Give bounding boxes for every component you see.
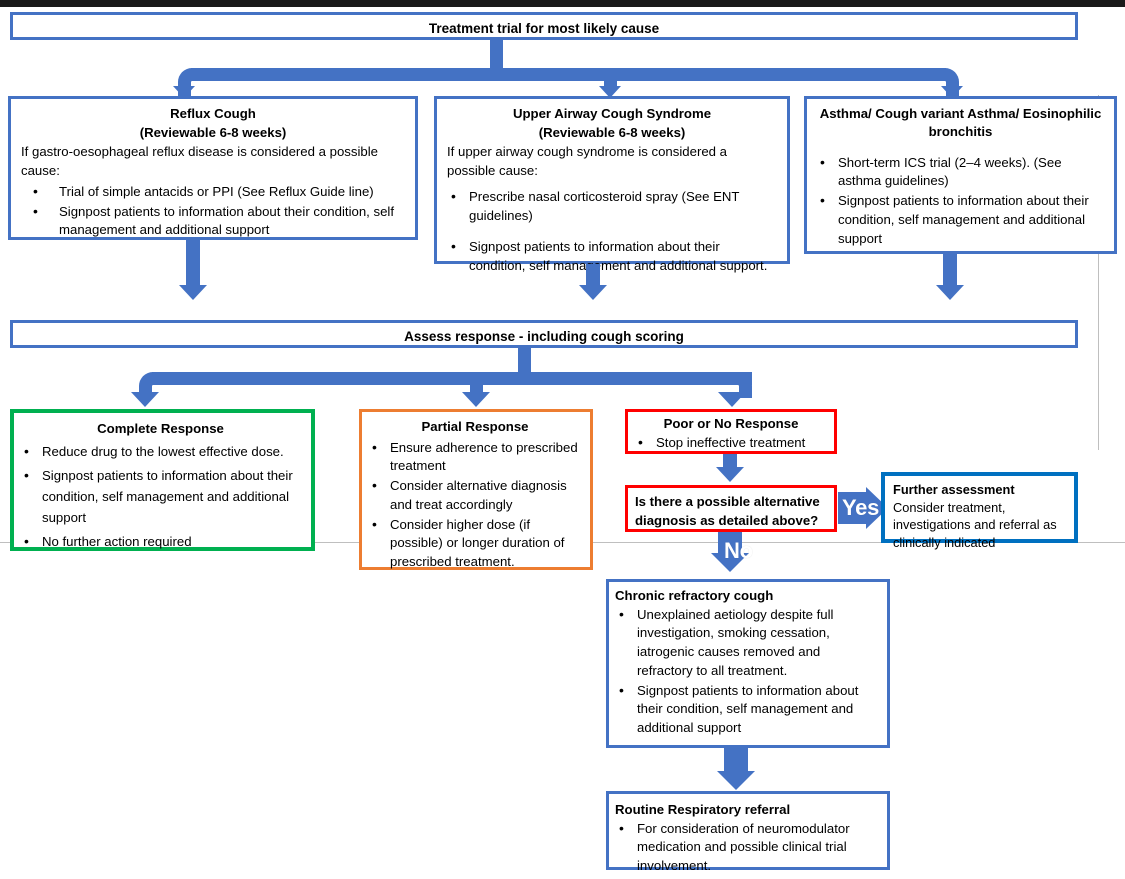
connector-assess-elbow-right [726,372,752,398]
list-item: Signpost patients to information about t… [615,681,879,738]
list-item: Ensure adherence to prescribed treatment [368,438,582,476]
poor-response-title: Poor or No Response [663,416,799,431]
list-item: Signpost patients to information about t… [20,465,301,528]
complete-response-bullets: Reduce drug to the lowest effective dose… [20,441,301,553]
list-item: Short-term ICS trial (2–4 weeks). (See a… [816,153,1105,191]
asthma-title: Asthma/ Cough variant Asthma/ Eosinophil… [819,106,1102,139]
edge-label-yes: Yes [842,495,880,520]
connector-assess-mid-head [462,392,490,407]
connector-trial-bus [191,68,946,81]
connector-reflux-to-assess-stem [186,240,200,286]
connector-assess-right-head [718,392,746,407]
node-further-assessment[interactable]: Further assessment Consider treatment, i… [881,472,1078,550]
partial-response-bullets: Ensure adherence to prescribed treatment… [368,438,582,572]
connector-assess-mid-stem [470,382,483,394]
node-poor-or-no-response[interactable]: Poor or No Response Stop ineffective tre… [625,409,837,454]
node-treatment-trial[interactable]: Treatment trial for most likely cause [10,12,1078,40]
uacs-bullets: Prescribe nasal corticosteroid spray (Se… [447,187,777,276]
reflux-cough-title-line2: (Reviewable 6-8 weeks) [139,124,287,140]
reflux-cough-title-line1: Reflux Cough [170,106,256,121]
connector-trial-right-head [941,86,963,98]
node-upper-airway-cough-syndrome[interactable]: Upper Airway Cough Syndrome (Reviewable … [434,96,790,273]
list-item: Reduce drug to the lowest effective dose… [20,441,301,463]
connector-no-stem [718,532,742,554]
node-routine-respiratory-referral[interactable]: Routine Respiratory referral For conside… [606,791,890,873]
chronic-refractory-bullets: Unexplained aetiology despite full inves… [615,605,879,738]
connector-poor-to-altdx-stem [723,454,737,468]
node-chronic-refractory-cough[interactable]: Chronic refractory cough Unexplained aet… [606,579,890,748]
connector-no-head [711,553,749,572]
partial-response-title: Partial Response [421,419,529,434]
further-assessment-body: Consider treatment, investigations and r… [893,500,1057,550]
connector-chronic-to-referral-head [717,771,755,790]
asthma-bullets: Short-term ICS trial (2–4 weeks). (See a… [816,153,1105,249]
node-assess-response[interactable]: Assess response - including cough scorin… [10,320,1078,348]
node-reflux-cough[interactable]: Reflux Cough (Reviewable 6-8 weeks) If g… [8,96,418,240]
node-alternative-diagnosis-question[interactable]: Is there a possible alternative diagnosi… [625,485,837,532]
uacs-intro: If upper airway cough syndrome is consid… [447,144,728,179]
list-item: Signpost patients to information about t… [816,191,1105,248]
connector-asthma-to-assess-stem [943,254,957,286]
page-guide-vertical [1098,95,1099,450]
connector-trial-mid-head [599,86,621,98]
list-item: Unexplained aetiology despite full inves… [615,605,879,681]
list-item: Stop ineffective treatment [634,433,828,453]
node-partial-response[interactable]: Partial Response Ensure adherence to pre… [359,409,593,570]
connector-trial-stem [490,40,503,75]
connector-assess-left-head [131,392,159,407]
list-item: Consider higher dose (if possible) or lo… [368,515,582,572]
top-black-strip [0,0,1125,7]
connector-assess-bus [152,372,752,385]
alt-diagnosis-line2: diagnosis as detailed above? [635,512,819,528]
connector-chronic-to-referral-stem [724,748,748,772]
alt-diagnosis-line1: Is there a possible alternative [635,494,820,509]
node-asthma-eosinophilic-bronchitis[interactable]: Asthma/ Cough variant Asthma/ Eosinophil… [804,96,1117,254]
connector-uacs-to-assess-stem [586,264,600,286]
assess-response-title: Assess response - including cough scorin… [404,329,684,344]
respiratory-referral-title: Routine Respiratory referral [615,802,791,817]
list-item: Prescribe nasal corticosteroid spray (Se… [447,187,777,225]
poor-response-bullets: Stop ineffective treatment [634,433,828,453]
connector-asthma-to-assess-head [936,285,964,300]
edge-label-no: No [724,538,753,563]
uacs-title-line2: (Reviewable 6-8 weeks) [538,124,686,140]
list-item: Consider alternative diagnosis and treat… [368,476,582,514]
reflux-cough-intro: If gastro-oesophageal reflux disease is … [21,144,379,179]
connector-reflux-to-assess-head [179,285,207,300]
treatment-trial-title: Treatment trial for most likely cause [428,21,660,36]
list-item: Trial of simple antacids or PPI (See Ref… [21,182,405,202]
list-item: For consideration of neuromodulator medi… [615,819,879,876]
chronic-refractory-title: Chronic refractory cough [615,588,774,603]
connector-trial-left-head [173,86,195,98]
connector-yes-stem [838,492,866,524]
list-item: No further action required [20,531,301,553]
connector-trial-mid-stem [604,78,617,87]
connector-assess-elbow-left [139,372,165,398]
list-item: Signpost patients to information about t… [21,202,405,240]
respiratory-referral-bullets: For consideration of neuromodulator medi… [615,819,879,876]
reflux-cough-bullets: Trial of simple antacids or PPI (See Ref… [21,182,405,240]
uacs-title-line1: Upper Airway Cough Syndrome [512,106,712,121]
connector-poor-to-altdx-head [716,467,744,482]
list-item: Signpost patients to information about t… [447,237,777,275]
complete-response-title: Complete Response [97,421,224,436]
connector-uacs-to-assess-head [579,285,607,300]
further-assessment-title: Further assessment [893,482,1015,497]
node-complete-response[interactable]: Complete Response Reduce drug to the low… [10,409,315,553]
